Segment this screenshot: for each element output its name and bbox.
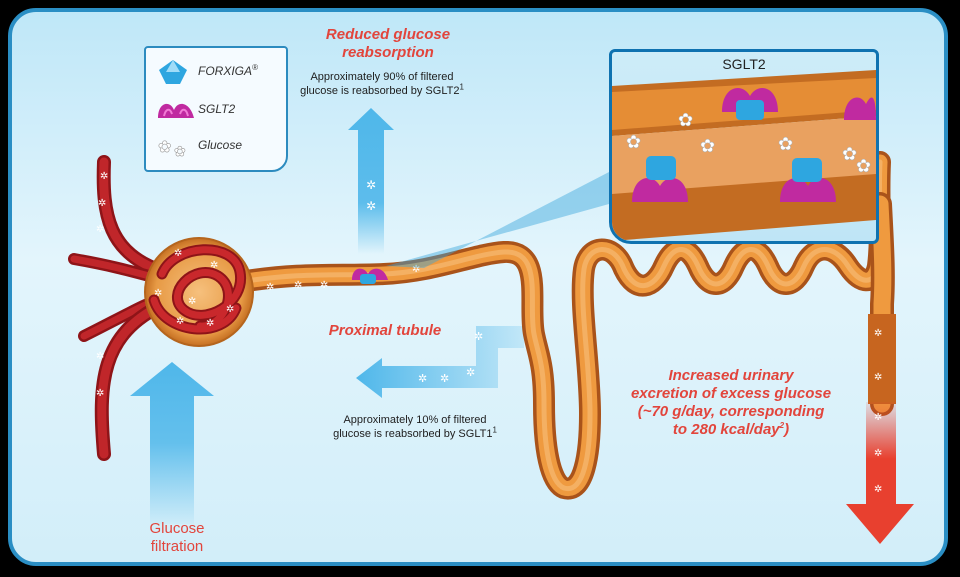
svg-text:✲: ✲ [154,288,162,299]
tubule-sglt2-marker [352,268,388,284]
kidney-nephron-illustration: ✲ ✲ ✲ ✲ ✲ ✲ ✲ ✲ ✲ ✲ ✲ [68,108,914,544]
increased-line-3: (~70 g/day, corresponding [637,403,825,420]
diagram-panel: ✲ ✲ ✲ ✲ ✲ ✲ ✲ ✲ ✲ ✲ ✲ [8,8,948,566]
svg-text:✲: ✲ [366,178,376,192]
svg-text:✲: ✲ [266,282,274,293]
glomerulus: ✲ ✲ ✲ ✲ ✲ ✲ ✲ [144,237,254,347]
svg-text:✲: ✲ [226,304,234,315]
increased-line-2: excretion of excess glucose [630,385,832,402]
increased-line-4: to 280 kcal/day [672,421,780,438]
approx10-line-2: glucose is reabsorbed by SGLT1 [333,428,493,440]
zoom-glucose-molecules: ✿ ✿ ✿ ✿ ✿ ✿ [626,110,872,177]
legend-forxiga-label: FORXIGA [198,64,253,78]
increased-line-1: Increased urinary [668,367,794,384]
increased-excretion-label: Increased urinary excretion of excess gl… [618,367,844,439]
svg-text:✲: ✲ [874,484,882,495]
svg-text:✲: ✲ [174,248,182,259]
legend-item-glucose: ✿ ✿ Glucose [146,130,286,160]
filtration-line-2: filtration [150,538,204,555]
svg-text:✲: ✲ [366,199,376,213]
svg-text:✲: ✲ [412,264,420,275]
svg-text:✿: ✿ [778,134,793,154]
svg-text:✲: ✲ [96,388,104,399]
svg-text:✲: ✲ [466,367,475,379]
svg-text:✲: ✲ [98,198,106,209]
svg-text:✲: ✲ [188,296,196,307]
forxiga-icon [159,60,187,84]
sglt2-zoom-inset: ✿ ✿ ✿ ✿ ✿ ✿ SGLT2 [609,49,879,244]
svg-text:✲: ✲ [418,373,427,385]
svg-text:✲: ✲ [100,171,108,182]
sglt2-icon [158,103,194,118]
svg-text:✲: ✲ [96,224,104,235]
urinary-excretion-arrow: ✲ ✲ ✲ ✲ ✲ [846,314,914,544]
reabsorption-up-arrow: ✲ ✲ [348,108,394,254]
svg-text:✲: ✲ [474,331,483,343]
svg-text:✲: ✲ [874,372,882,383]
svg-text:✿: ✿ [158,139,171,156]
svg-text:✲: ✲ [874,448,882,459]
legend-sglt2-label: SGLT2 [198,102,236,116]
reduced-line-1: Reduced glucose [325,26,451,43]
increased-ref: 2 [779,421,785,430]
sglt1-10-percent-note: Approximately 10% of filtered glucose is… [310,413,520,441]
zoom-sglt2-right [844,97,876,120]
sglt1-reabsorption-arrow: ✲ ✲ ✲ ✲ [356,326,524,398]
svg-text:✲: ✲ [874,412,882,423]
svg-text:✲: ✲ [874,328,882,339]
svg-text:✿: ✿ [174,143,186,159]
reduced-line-2: reabsorption [342,44,434,61]
glucose-filtration-label: Glucose filtration [122,520,232,556]
filtration-line-1: Glucose [149,520,205,537]
zoom-title: SGLT2 [722,56,766,72]
proximal-tubule-label: Proximal tubule [328,322,442,339]
legend-box: FORXIGA® SGLT2 ✿ ✿ Glucose [144,46,288,172]
zoom-sglt2-top [722,88,778,120]
nephron-tubule: ✲ ✲ ✲ ✲ [228,151,895,500]
zoom-tubule-illustration: ✿ ✿ ✿ ✿ ✿ ✿ [612,70,876,241]
svg-text:✿: ✿ [842,144,857,164]
approx10-ref: 1 [492,425,497,435]
legend-item-forxiga: FORXIGA® [146,56,286,86]
reduced-reabsorption-label: Reduced glucose reabsorption [302,26,474,62]
legend-item-sglt2: SGLT2 [146,94,286,124]
glucose-filtration-arrow [130,362,214,524]
approx10-line-1: Approximately 10% of filtered [343,414,487,426]
svg-text:✲: ✲ [294,280,302,291]
svg-text:✲: ✲ [320,280,328,291]
svg-text:✿: ✿ [626,132,641,152]
svg-text:✲: ✲ [206,318,214,329]
svg-text:✲: ✲ [440,373,449,385]
increased-end: ) [784,421,790,438]
svg-text:✲: ✲ [96,351,104,362]
svg-text:✲: ✲ [210,260,218,271]
svg-text:✿: ✿ [700,136,715,156]
svg-text:✿: ✿ [856,156,871,176]
legend-glucose-label: Glucose [198,138,243,152]
legend-forxiga-mark: ® [252,63,258,72]
sglt2-90-percent-note: Approximately 90% of filtered glucose is… [282,70,482,98]
approx90-ref: 1 [459,82,464,92]
svg-text:✲: ✲ [176,316,184,327]
zoom-sglt2-bottom-right [780,158,836,202]
approx90-line-1: Approximately 90% of filtered [310,71,454,83]
zoom-sglt2-bottom-left [632,156,688,202]
svg-text:✿: ✿ [678,110,693,130]
approx90-line-2: glucose is reabsorbed by SGLT2 [300,85,460,97]
glucose-icon: ✿ ✿ [158,139,186,160]
